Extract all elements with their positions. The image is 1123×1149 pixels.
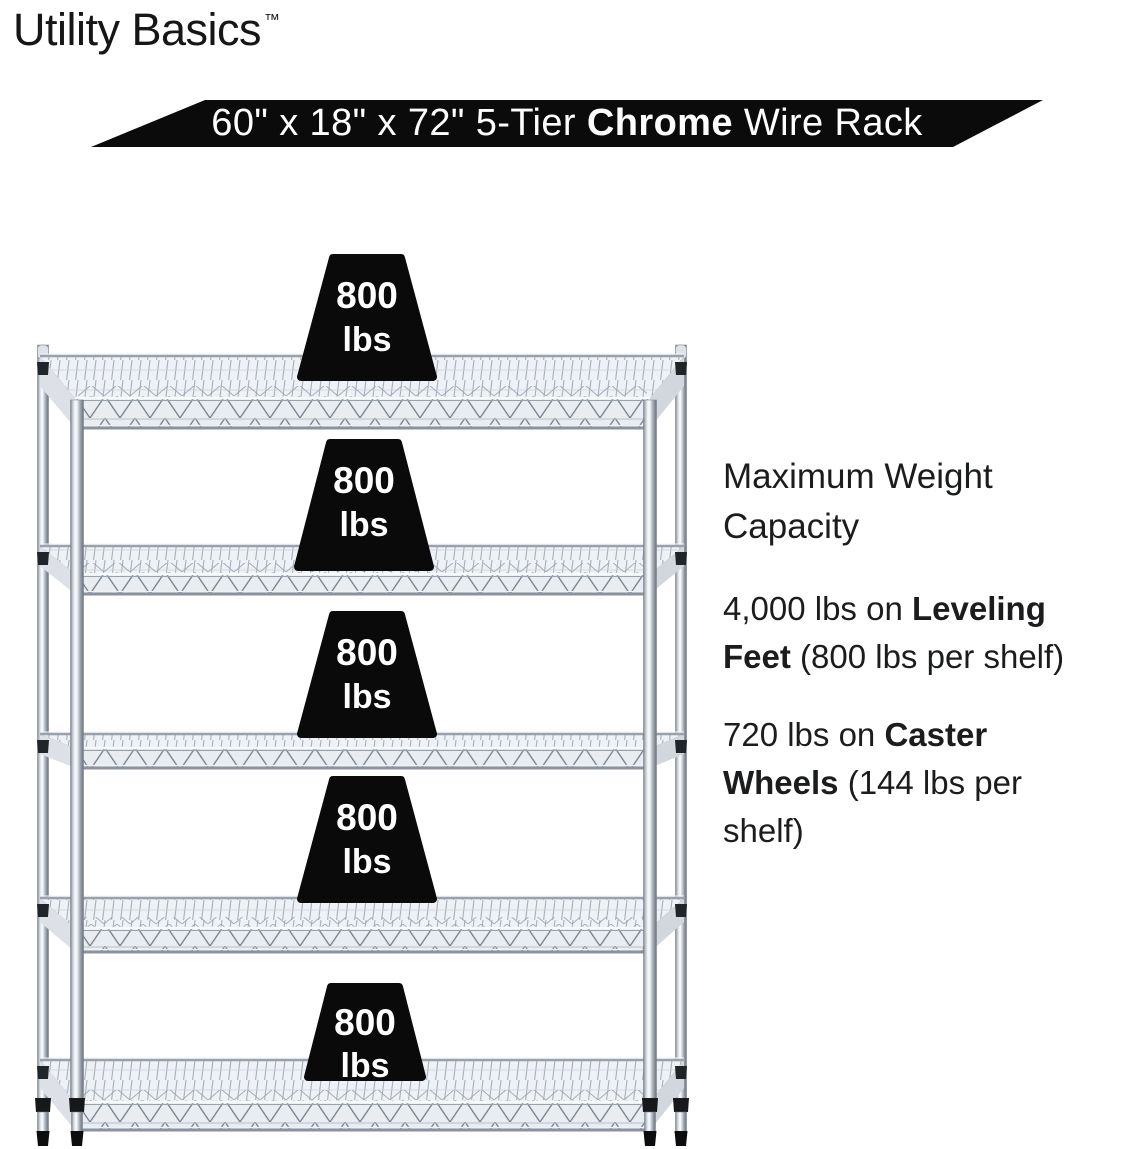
front-left-post xyxy=(70,399,84,1111)
weight-icon-shelf-5: 800 lbs xyxy=(304,983,426,1085)
back-left-post xyxy=(37,344,49,1111)
weight-icon xyxy=(297,254,437,381)
banner-text-bold: Chrome xyxy=(586,102,733,144)
weight-unit: lbs xyxy=(340,1047,389,1085)
shelf-sleeve xyxy=(37,904,49,917)
shelf-sleeve xyxy=(37,552,49,565)
banner-text-prefix: 60" x 18" x 72" 5-Tier xyxy=(211,102,587,144)
weight-icon-shelf-1: 800 lbs xyxy=(297,254,437,381)
front-right-post xyxy=(643,399,657,1111)
front-posts xyxy=(70,399,657,1111)
weight-value: 800 xyxy=(333,460,395,501)
trademark-symbol: ™ xyxy=(264,12,280,29)
spec-text: (800 lbs per shelf) xyxy=(790,638,1065,675)
weight-unit: lbs xyxy=(342,678,391,716)
leveling-foot xyxy=(69,1098,85,1146)
weight-unit: lbs xyxy=(339,506,388,544)
weight-icon xyxy=(294,439,434,571)
weight-value: 800 xyxy=(336,797,398,838)
specs-column: Maximum Weight Capacity 4,000 lbs on Lev… xyxy=(723,452,1075,885)
spec-text-bold: Leveling Feet xyxy=(723,590,1046,675)
weight-icon-shelf-3: 800 lbs xyxy=(297,611,437,738)
shelf-sleeve xyxy=(675,740,687,753)
leveling-feet xyxy=(35,1098,689,1146)
brand-name: Utility Basics xyxy=(13,4,262,55)
leveling-foot xyxy=(35,1098,51,1146)
shelf-sleeve xyxy=(675,904,687,917)
weight-icon-shelf-4: 800 lbs xyxy=(297,776,437,903)
title-banner: 60" x 18" x 72" 5-Tier Chrome Wire Rack xyxy=(91,100,1043,147)
weight-icon-shelf-2: 800 lbs xyxy=(294,439,434,571)
shelf-sleeve xyxy=(675,362,687,375)
spec-caster-wheels: 720 lbs on Caster Wheels (144 lbs per sh… xyxy=(723,711,1075,855)
leveling-foot xyxy=(642,1098,658,1146)
shelf-sleeve xyxy=(37,1066,49,1079)
banner-text-suffix: Wire Rack xyxy=(732,102,923,144)
weight-value: 800 xyxy=(334,1002,396,1043)
specs-heading: Maximum Weight Capacity xyxy=(723,457,993,546)
spec-leveling-feet: 4,000 lbs on Leveling Feet (800 lbs per … xyxy=(723,585,1075,681)
shelf-sleeve xyxy=(675,1066,687,1079)
back-right-post xyxy=(675,344,687,1111)
weight-icon xyxy=(297,611,437,738)
weight-value: 800 xyxy=(336,275,398,316)
weight-value: 800 xyxy=(336,632,398,673)
weight-unit: lbs xyxy=(342,321,391,359)
shelf-4 xyxy=(37,895,687,954)
shelf-3 xyxy=(37,731,687,770)
weight-icon xyxy=(297,776,437,903)
spec-text: 4,000 lbs on xyxy=(723,590,912,627)
spec-text-bold: Caster Wheels xyxy=(723,716,988,801)
leveling-foot xyxy=(673,1098,689,1146)
spec-text: (144 lbs per shelf) xyxy=(723,764,1022,849)
shelf-sleeve xyxy=(675,552,687,565)
weight-icon xyxy=(304,983,426,1081)
spec-text: 720 lbs on xyxy=(723,716,885,753)
shelf-sleeve xyxy=(37,740,49,753)
weight-unit: lbs xyxy=(342,843,391,881)
shelf-sleeve xyxy=(37,362,49,375)
